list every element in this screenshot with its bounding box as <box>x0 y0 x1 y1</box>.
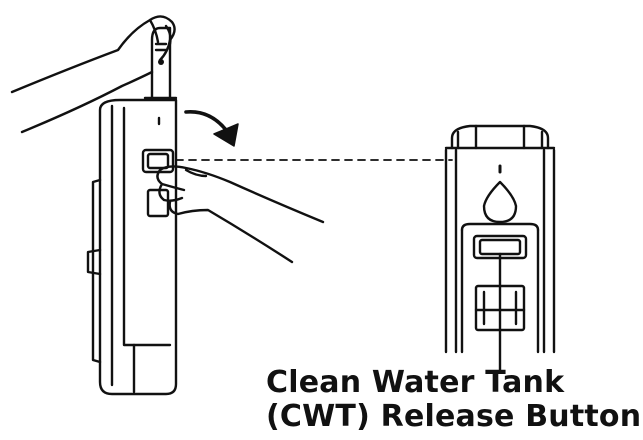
callout-line-2: (CWT) Release Button <box>266 399 642 434</box>
callout-label: Clean Water Tank (CWT) Release Button <box>266 366 642 434</box>
device-right <box>444 124 556 374</box>
water-drop-icon <box>482 180 518 224</box>
device-left <box>86 96 178 396</box>
curved-arrow-icon <box>184 110 239 147</box>
handle <box>150 26 172 100</box>
lower-hand <box>156 165 325 264</box>
callout-line-1: Clean Water Tank <box>266 365 565 400</box>
upper-hand <box>10 15 176 134</box>
